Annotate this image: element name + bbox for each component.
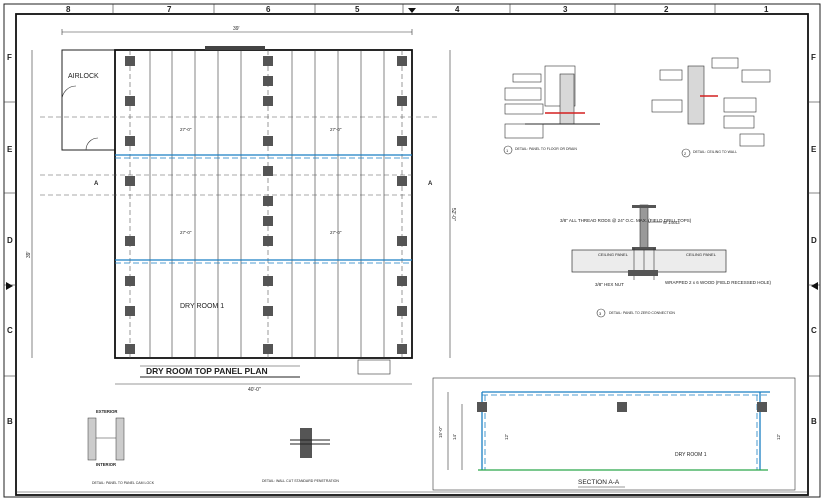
detail-caption: DETAIL: PANEL TO FLOOR OR DRAIN — [515, 147, 577, 151]
beam-dim: 27'-0" — [180, 230, 192, 235]
room-label: DRY ROOM 1 — [180, 303, 224, 310]
north-arrow-icon — [408, 8, 416, 13]
dim-left: 39' — [26, 251, 32, 258]
dim-bottom: 40'-0" — [248, 387, 261, 393]
post-markers — [125, 56, 407, 354]
detail-num: 3 — [599, 311, 602, 316]
beam-dim: 27'-0" — [330, 230, 342, 235]
beam-dim: 27'-0" — [180, 127, 192, 132]
detail-2: 2 DETAIL: CEILING TO WALL — [651, 57, 771, 158]
col-label: 1 — [764, 5, 769, 14]
ceiling-panel-label-right: CEILING PANEL — [686, 252, 717, 257]
interior-label: INTERIOR — [96, 462, 116, 467]
beam-tag: W 14x43 — [663, 220, 680, 225]
row-label: B — [7, 417, 13, 426]
rod-note: 3/8" ALL THREAD RODS @ 24" O.C. MAX. (FI… — [560, 218, 692, 223]
col-label: 8 — [66, 5, 71, 14]
outer-border — [3, 3, 821, 498]
section-dim: 12' — [504, 434, 509, 440]
note-box — [357, 359, 391, 375]
row-label: C — [811, 326, 817, 335]
detail-1: 1 DETAIL: PANEL TO FLOOR OR DRAIN — [503, 65, 600, 155]
section-marker-left: A — [94, 181, 99, 187]
detail-num: 2 — [684, 151, 687, 156]
row-grid: F F E E D D C C B B — [4, 53, 820, 426]
steel-beam — [639, 204, 649, 251]
dim-right: 52'-0" — [450, 208, 456, 221]
row-label: E — [7, 145, 13, 154]
section-dim: 14' — [452, 434, 457, 440]
plan-title: DRY ROOM TOP PANEL PLAN — [146, 366, 268, 376]
row-label: C — [7, 326, 13, 335]
detail-caption: DETAIL: CEILING TO WALL — [693, 150, 737, 154]
inner-border — [15, 13, 809, 496]
airlock-room — [61, 49, 116, 151]
col-label: 3 — [563, 5, 568, 14]
penetration-detail: DETAIL: WALL CUT STANDARD PENETRATION — [262, 428, 339, 483]
row-label: D — [7, 236, 13, 245]
top-panel-plan: 39' 40'-0" 52'-0" 39' AIRLOCK — [26, 26, 456, 393]
detail-caption: DETAIL: PANEL TO PANEL CAM LOCK — [92, 481, 155, 485]
section-room-label: DRY ROOM 1 — [675, 452, 707, 458]
nut-note: 3/8" HEX NUT — [595, 282, 624, 287]
row-label: F — [7, 53, 12, 62]
detail-caption: DETAIL: PANEL TO ZERO CONNECTION — [609, 311, 675, 315]
ceiling-panel-label-left: CEILING PANEL — [598, 252, 629, 257]
section-a-a: 15'-0" 14' 12' 12' DRY ROOM 1 SECTION A-… — [432, 377, 796, 491]
col-label: 2 — [664, 5, 669, 14]
door-swing — [85, 137, 99, 151]
row-label: D — [811, 236, 817, 245]
dim-top: 39' — [233, 26, 240, 32]
detail-3: CEILING PANEL CEILING PANEL W 14x43 3/8"… — [560, 204, 772, 318]
row-label: F — [811, 53, 816, 62]
wood-note: WRAPPED 2 x 6 WOOD (FIELD RECESSED HOLE) — [665, 280, 772, 285]
detail-num: 1 — [506, 148, 509, 153]
airlock-label: AIRLOCK — [68, 73, 99, 80]
section-dim: 12' — [776, 434, 781, 440]
section-marker-right: A — [428, 181, 433, 187]
roof-opening — [205, 46, 265, 50]
col-label: 6 — [266, 5, 271, 14]
beam-dim: 27'-0" — [330, 127, 342, 132]
exterior-label: EXTERIOR — [96, 409, 117, 414]
col-label: 4 — [455, 5, 460, 14]
side-arrow-icon — [6, 282, 13, 290]
section-dim: 15'-0" — [438, 426, 443, 438]
side-arrow-icon — [811, 282, 818, 290]
detail-caption: DETAIL: WALL CUT STANDARD PENETRATION — [262, 479, 339, 483]
col-label: 7 — [167, 5, 172, 14]
row-label: E — [811, 145, 817, 154]
top-column-grid: 8 7 6 5 4 3 2 1 — [66, 4, 769, 14]
col-label: 5 — [355, 5, 360, 14]
row-label: B — [811, 417, 817, 426]
cam-lock-detail: EXTERIOR INTERIOR DETAIL: PANEL TO PANEL… — [87, 409, 155, 485]
section-title: SECTION A-A — [578, 479, 620, 486]
door-swing — [61, 85, 77, 101]
